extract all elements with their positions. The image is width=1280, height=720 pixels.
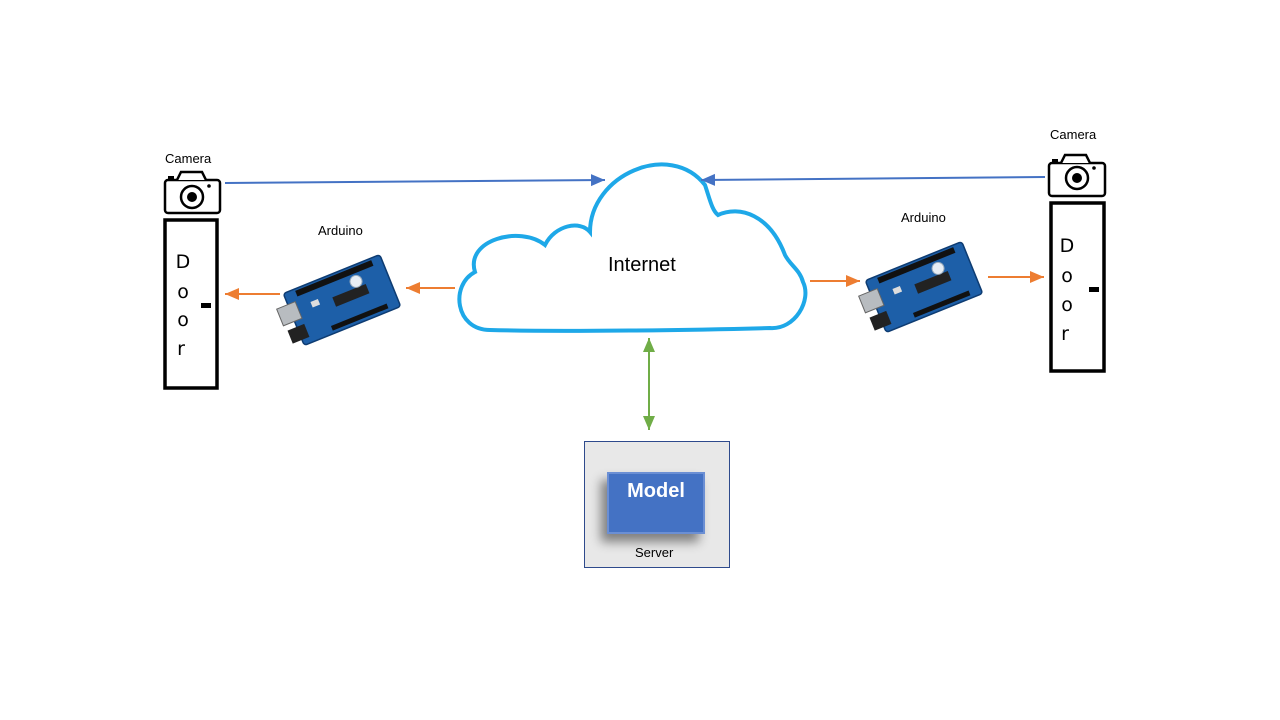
door-left-letter: o: [177, 309, 189, 331]
camera-left-label: Camera: [165, 151, 212, 166]
arduino-board-icon: [858, 241, 983, 333]
camera-right-link: [700, 173, 1046, 186]
door-left-letter: r: [177, 338, 185, 360]
server-label: Server: [635, 545, 674, 560]
camera-left-link: [224, 174, 606, 187]
door-icon: [163, 218, 219, 390]
door-right-letter: r: [1061, 323, 1069, 345]
door-right-letter: o: [1061, 294, 1073, 316]
door-right-letter: o: [1061, 265, 1073, 287]
internet-label: Internet: [608, 254, 676, 276]
door-right-letter: D: [1059, 235, 1075, 257]
arduino-board-icon: [276, 254, 401, 346]
camera-icon: [163, 170, 222, 215]
camera-right-label: Camera: [1050, 127, 1097, 142]
cloud-icon: [457, 162, 808, 333]
arduino-left-label: Arduino: [318, 223, 363, 238]
door-left-letter: D: [175, 251, 191, 273]
door-icon: [1049, 201, 1106, 373]
camera-icon: [1047, 153, 1107, 198]
door-left-letter: o: [177, 281, 189, 303]
model-box: Model: [607, 472, 705, 534]
arduino-right-label: Arduino: [901, 210, 946, 225]
